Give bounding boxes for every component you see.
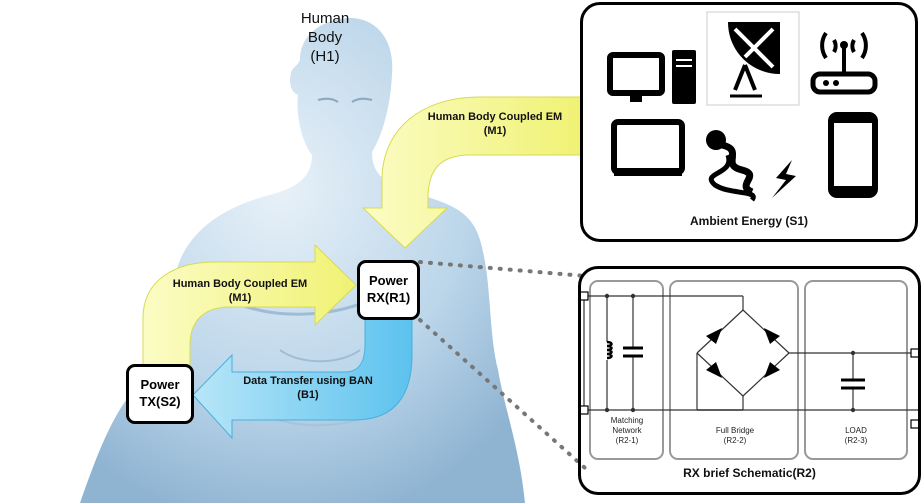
rx-schematic-drawing: [579, 280, 920, 460]
wifi-router-icon: [810, 31, 878, 95]
em-arrow-left-line1: Human Body Coupled EM: [172, 278, 308, 290]
matching-line1: Matching: [610, 416, 644, 425]
ambient-energy-panel: [580, 2, 918, 242]
data-arrow: [192, 317, 413, 440]
power-rx-line1: Power: [368, 273, 408, 289]
em-arrow-top-label: Human Body Coupled EM (M1): [405, 111, 585, 139]
coil-lightning-icon: [706, 130, 796, 202]
human-body-figure: [80, 18, 525, 503]
load-line1: LOAD: [845, 426, 867, 435]
matching-network-label: Matching Network (R2-1): [592, 416, 662, 446]
power-rx-box: Power RX(R1): [357, 260, 420, 320]
power-tx-box: Power TX(S2): [126, 364, 194, 424]
data-arrow-label: Data Transfer using BAN (B1): [218, 375, 398, 403]
bridge-line1: Full Bridge: [715, 426, 755, 435]
satellite-dish-icon: [706, 11, 800, 106]
matching-line3: (R2-1): [615, 436, 639, 445]
full-bridge-label: Full Bridge (R2-2): [672, 426, 798, 446]
power-tx-line1: Power: [140, 377, 180, 393]
em-arrow-top: [361, 96, 583, 249]
power-rx-line2: RX(R1): [366, 290, 411, 305]
dotted-connectors: [418, 260, 587, 470]
human-body-line1: Human: [300, 10, 350, 27]
human-body-label: Human Body (H1): [285, 10, 365, 66]
rx-schematic-panel: [578, 266, 921, 495]
load-label: LOAD (R2-3): [806, 426, 906, 446]
bridge-line2: (R2-2): [723, 436, 747, 445]
em-arrow-top-line2: (M1): [483, 124, 507, 137]
load-line2: (R2-3): [844, 436, 868, 445]
power-tx-line2: TX(S2): [139, 394, 181, 409]
tablet-icon: [611, 119, 685, 176]
data-arrow-line2: (B1): [297, 388, 319, 401]
em-arrow-left-line2: (M1): [228, 291, 252, 304]
human-body-line3: (H1): [310, 47, 340, 65]
smartphone-icon: [828, 112, 878, 198]
ambient-energy-title: Ambient Energy (S1): [689, 214, 809, 228]
human-body-line2: Body: [307, 28, 343, 46]
em-arrow-left-label: Human Body Coupled EM (M1): [150, 278, 330, 306]
em-arrow-left: [142, 243, 357, 366]
em-arrow-top-line1: Human Body Coupled EM: [427, 111, 563, 123]
rx-schematic-title: RX brief Schematic(R2): [683, 466, 816, 480]
matching-line2: Network: [612, 426, 642, 435]
data-arrow-line1: Data Transfer using BAN: [243, 375, 373, 387]
desktop-computer-icon: [607, 50, 696, 104]
